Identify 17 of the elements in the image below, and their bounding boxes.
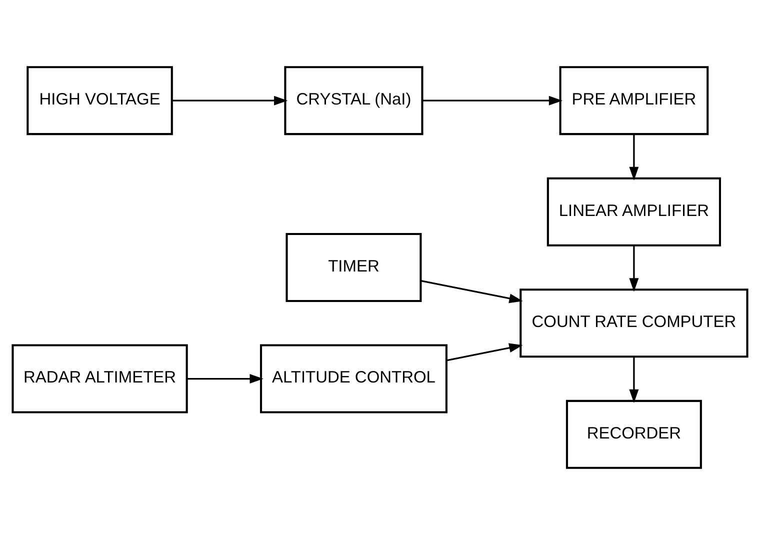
node-box: COUNT RATE COMPUTER xyxy=(520,288,748,358)
arrow xyxy=(420,279,523,303)
arrow xyxy=(422,95,563,105)
arrow xyxy=(187,374,264,384)
node-box: RECORDER xyxy=(566,399,702,468)
node-box: RADAR ALTIMETER xyxy=(12,344,188,413)
node-box: HIGH VOLTAGE xyxy=(26,66,173,135)
arrow xyxy=(629,244,639,292)
arrow xyxy=(172,95,288,105)
arrow xyxy=(446,342,523,361)
node-box: ALTITUDE CONTROL xyxy=(260,344,448,413)
node-box: LINEAR AMPLIFIER xyxy=(546,176,721,246)
arrow xyxy=(629,356,639,402)
node-box: CRYSTAL (NaI) xyxy=(284,66,424,135)
node-box: PRE AMPLIFIER xyxy=(559,66,709,135)
arrow xyxy=(629,134,639,180)
node-box: TIMER xyxy=(286,232,422,302)
